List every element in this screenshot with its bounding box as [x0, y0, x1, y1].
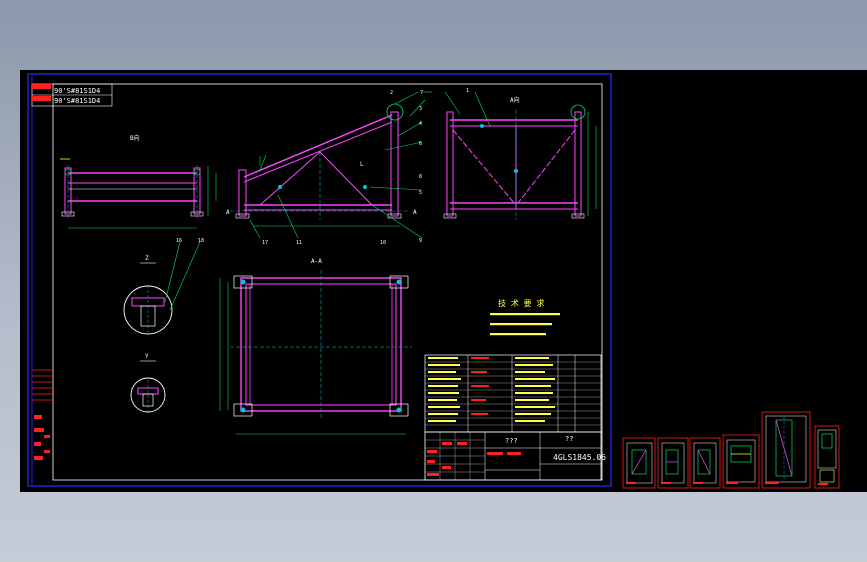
view-b-label: B向	[130, 134, 140, 142]
sheet-inner-frame	[52, 83, 603, 481]
parts-list	[424, 354, 602, 433]
svg-text:9: 9	[419, 238, 422, 244]
left-revision-strip	[32, 369, 53, 401]
cad-drawing: 90'S#81S1D4 90'S#81S1D4 B向	[27, 73, 840, 489]
callout-numbers: 7 1 2 3 4 6 8 5 9 17 11 10	[262, 88, 469, 246]
section-arrow-right: A	[413, 209, 417, 216]
svg-text:16: 16	[176, 238, 182, 244]
svg-text:5: 5	[419, 190, 422, 196]
svg-text:4: 4	[419, 121, 422, 127]
notes-title: 技 术 要 求	[498, 298, 544, 308]
svg-text:2: 2	[390, 90, 393, 96]
view-a-frame	[443, 104, 597, 220]
svg-text:10: 10	[380, 240, 386, 246]
title-block-name: ???	[505, 437, 518, 445]
view-a-truss: A A L	[226, 103, 417, 227]
svg-text:3: 3	[419, 106, 422, 112]
sheet-outer-frame	[27, 73, 612, 487]
title-block: ??? ?? 4GLS1845.06	[424, 431, 606, 481]
section-aa-label: A-A	[311, 258, 322, 265]
svg-text:8: 8	[419, 174, 422, 180]
detail-z: 16 18	[123, 238, 204, 335]
drawing-number-top-2: 90'S#81S1D4	[54, 97, 100, 105]
svg-text:17: 17	[262, 240, 268, 246]
cad-viewport[interactable]: 90'S#81S1D4 90'S#81S1D4 B向	[20, 70, 867, 492]
svg-text:7: 7	[420, 90, 423, 96]
view-b-frame	[60, 158, 217, 229]
drawing-number-top: 90'S#81S1D4	[54, 87, 100, 95]
detail-z-label: Z	[145, 255, 149, 262]
title-block-material: ??	[565, 435, 573, 443]
detail-y	[130, 377, 166, 413]
section-arrow-left: A	[226, 209, 230, 216]
svg-text:11: 11	[296, 240, 302, 246]
view-a-label: A向	[510, 96, 520, 104]
detail-y-label: Y	[145, 353, 149, 360]
thumbnail-sheets	[622, 411, 840, 489]
drawing-number: 4GLS1845.06	[553, 453, 606, 462]
svg-text:L: L	[360, 161, 364, 168]
svg-text:1: 1	[466, 88, 469, 94]
notes-lines	[490, 313, 560, 336]
svg-text:18: 18	[198, 238, 204, 244]
svg-text:6: 6	[419, 141, 422, 147]
callout-leaders	[249, 91, 491, 239]
section-aa-plan	[219, 270, 412, 435]
